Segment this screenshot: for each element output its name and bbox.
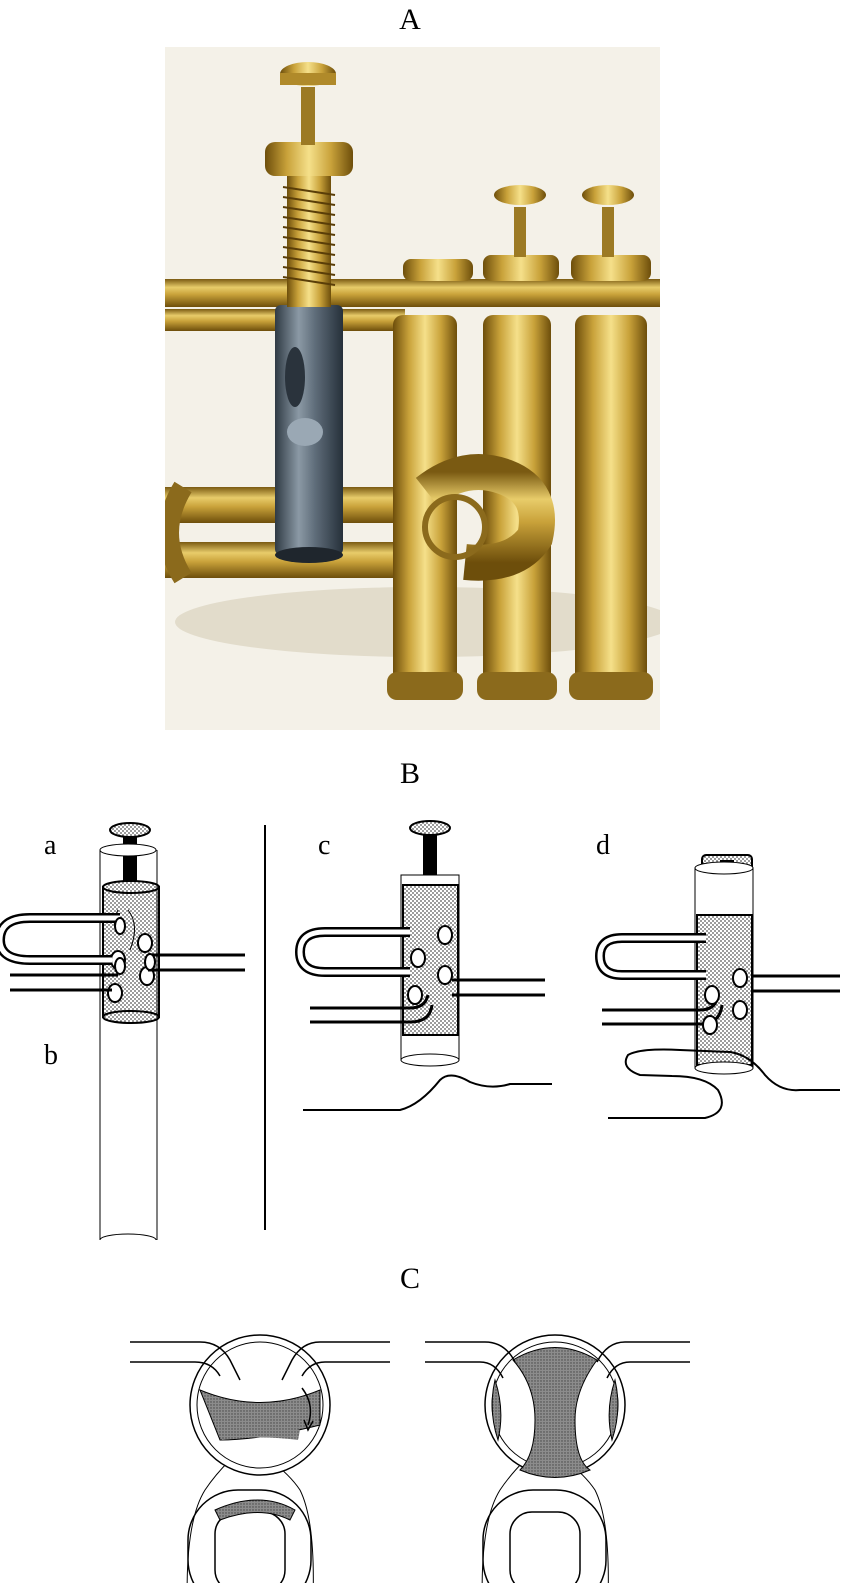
rotary-valve-right — [425, 1334, 690, 1583]
sub-label-a: a — [44, 830, 57, 861]
panel-label-b: B — [399, 757, 421, 790]
valve-casing-b — [0, 843, 245, 1240]
valve-c-up — [294, 820, 552, 1111]
trumpet-valve-photo — [165, 47, 660, 730]
sub-label-c: c — [318, 830, 331, 861]
panel-label-c: C — [399, 1262, 421, 1295]
piston-valve-diagram — [0, 820, 840, 1240]
panel-label-a: A — [399, 3, 421, 36]
rotary-valve-left — [130, 1334, 390, 1583]
sub-label-d: d — [596, 830, 610, 861]
rotary-valve-diagram — [130, 1334, 690, 1583]
sub-label-b: b — [44, 1040, 58, 1071]
valve-d-down — [594, 854, 840, 1119]
